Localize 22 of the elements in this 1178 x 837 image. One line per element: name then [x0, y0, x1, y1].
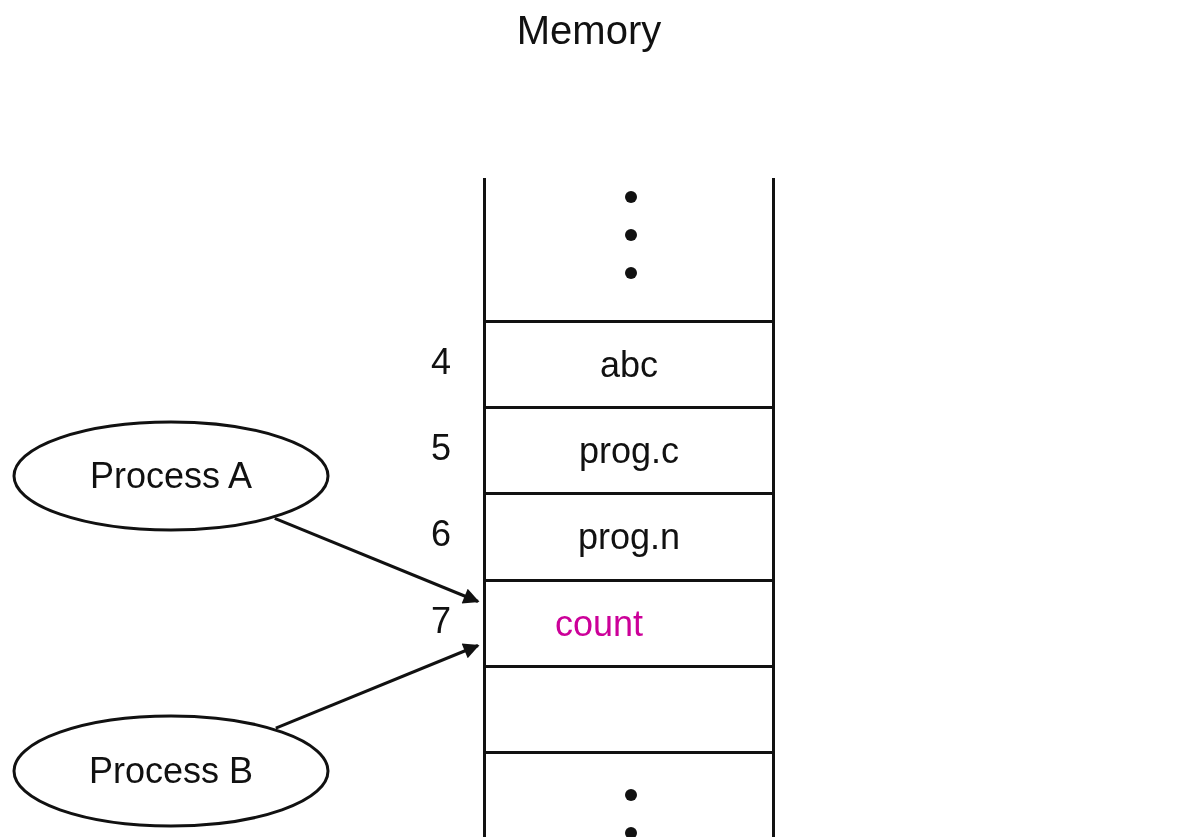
address-number: 6: [431, 513, 452, 555]
process-ellipse: [12, 420, 330, 532]
arrow: [274, 517, 480, 604]
memory-cell: [483, 579, 775, 668]
address-number: 4: [431, 340, 452, 383]
cell-text: prog.c: [578, 429, 680, 472]
memory-cell: [483, 665, 775, 754]
node-label: Process A: [89, 455, 253, 497]
address-number: 5: [431, 426, 452, 469]
address-number: 7: [431, 599, 452, 642]
cell-text: abc: [599, 343, 658, 386]
memory-cell: [483, 492, 775, 582]
diagram-title: Memory: [516, 8, 662, 53]
memory-cell: [483, 406, 775, 495]
memory-cell: [483, 751, 775, 837]
memory-cell: [483, 320, 775, 409]
arrow: [275, 643, 480, 730]
memory-cell: [483, 178, 775, 323]
cell-text: prog.n: [577, 516, 681, 558]
node-label: Process B: [88, 750, 254, 792]
process-ellipse: [12, 714, 330, 828]
cell-text: count: [554, 602, 644, 645]
